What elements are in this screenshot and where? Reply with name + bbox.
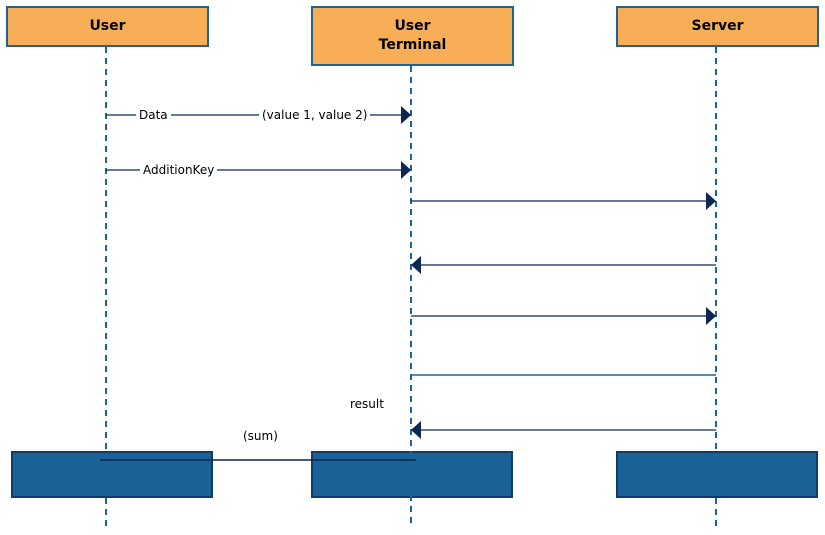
message-3-arrowhead bbox=[706, 192, 716, 210]
actor-user-terminal-label: User Terminal bbox=[378, 18, 447, 53]
actor-user: User bbox=[6, 6, 209, 47]
actor-server: Server bbox=[616, 6, 819, 47]
message-sum-label: (sum) bbox=[243, 429, 278, 443]
actor-user-terminal: User Terminal bbox=[311, 6, 514, 66]
message-additionkey-label: AdditionKey bbox=[140, 163, 218, 177]
message-data-label: Data bbox=[136, 108, 171, 122]
message-additionkey-arrowhead bbox=[401, 161, 411, 179]
message-data-arrowhead bbox=[401, 106, 411, 124]
actor-server-label: Server bbox=[691, 18, 744, 34]
message-data-values-label: (value 1, value 2) bbox=[259, 108, 371, 122]
message-5-arrowhead bbox=[706, 307, 716, 325]
message-4-arrowhead bbox=[411, 256, 421, 274]
actor-user-label: User bbox=[89, 18, 126, 34]
footer-box-user bbox=[11, 451, 213, 498]
message-result-label: result bbox=[350, 397, 384, 411]
message-result-arrowhead bbox=[411, 421, 421, 439]
